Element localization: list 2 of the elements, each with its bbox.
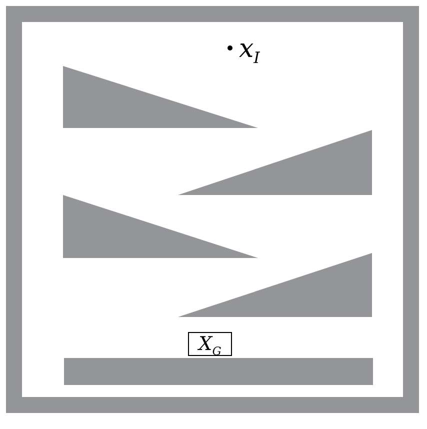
start-state-label: x$_{I}$	[239, 34, 260, 70]
goal-region-label: X$_{G}$	[188, 332, 232, 356]
